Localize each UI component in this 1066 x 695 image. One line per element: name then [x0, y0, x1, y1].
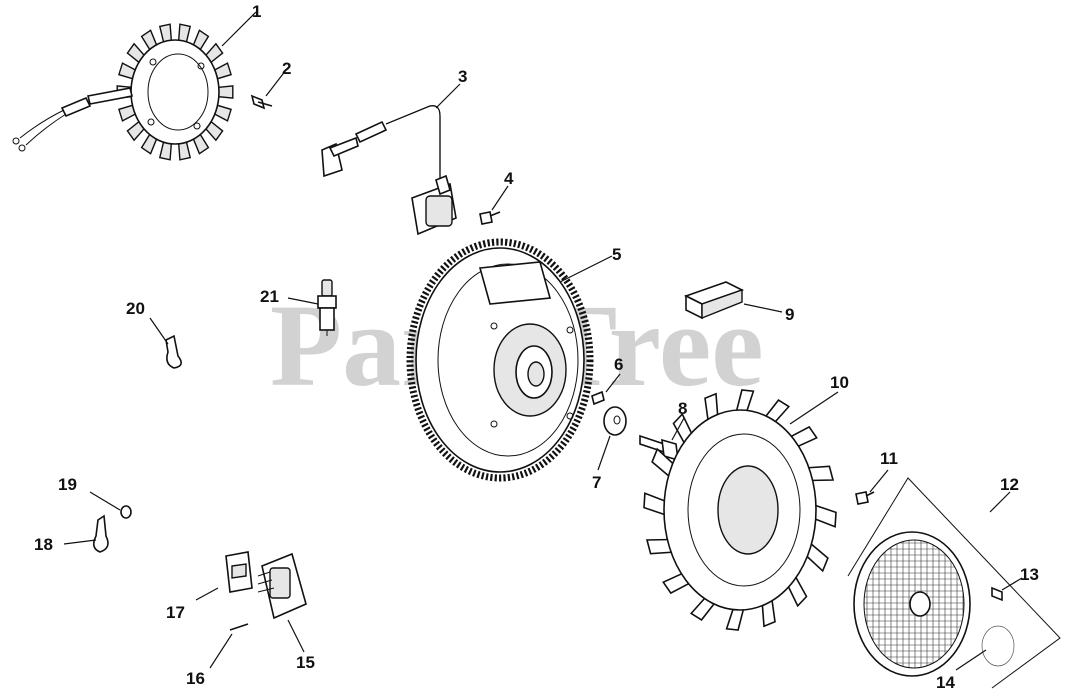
callout-9: 9	[785, 305, 794, 324]
part-key[interactable]	[591, 390, 605, 406]
part-clip-18[interactable]	[92, 514, 109, 553]
part-ignition-module[interactable]	[321, 105, 457, 236]
callout-2: 2	[282, 59, 291, 78]
callout-3: 3	[458, 67, 467, 86]
part-stator[interactable]	[12, 23, 234, 161]
callout-18: 18	[34, 535, 53, 554]
callout-17: 17	[166, 603, 185, 622]
part-bolt[interactable]	[639, 434, 679, 462]
part-washer[interactable]	[603, 406, 627, 436]
part-connector-9[interactable]	[683, 281, 745, 320]
callout-7: 7	[592, 473, 601, 492]
part-screw-2[interactable]	[250, 94, 273, 110]
part-screw-11[interactable]	[855, 491, 875, 505]
callout-8: 8	[678, 399, 687, 418]
part-spark-plug[interactable]	[317, 279, 337, 336]
callout-5: 5	[612, 245, 621, 264]
part-decal[interactable]	[981, 625, 1015, 667]
callouts: 1 2 3 4 5 6 7 8 9 10 11 12 13 14 15 16 1…	[34, 2, 1039, 692]
callout-21: 21	[260, 287, 279, 306]
part-nut[interactable]	[120, 505, 132, 519]
callout-4: 4	[504, 169, 514, 188]
part-grill[interactable]	[853, 531, 971, 677]
callout-14: 14	[936, 673, 955, 692]
callout-20: 20	[126, 299, 145, 318]
part-fan[interactable]	[643, 389, 837, 631]
callout-6: 6	[614, 355, 623, 374]
part-rectifier[interactable]	[257, 552, 307, 620]
callout-10: 10	[830, 373, 849, 392]
part-screw-16[interactable]	[229, 623, 249, 631]
callout-15: 15	[296, 653, 315, 672]
leader-lines	[63, 11, 1023, 671]
callout-12: 12	[1000, 475, 1019, 494]
part-connector-17[interactable]	[225, 551, 253, 593]
part-flywheel[interactable]	[406, 238, 594, 482]
callout-13: 13	[1020, 565, 1039, 584]
part-clip-20[interactable]	[165, 334, 182, 369]
callout-1: 1	[252, 2, 261, 21]
callout-11: 11	[880, 449, 898, 468]
part-grill-assembly-box[interactable]	[847, 477, 1061, 689]
part-screw-4[interactable]	[479, 211, 501, 225]
part-screw-13[interactable]	[991, 586, 1003, 602]
callout-16: 16	[186, 669, 205, 688]
callout-19: 19	[58, 475, 77, 494]
